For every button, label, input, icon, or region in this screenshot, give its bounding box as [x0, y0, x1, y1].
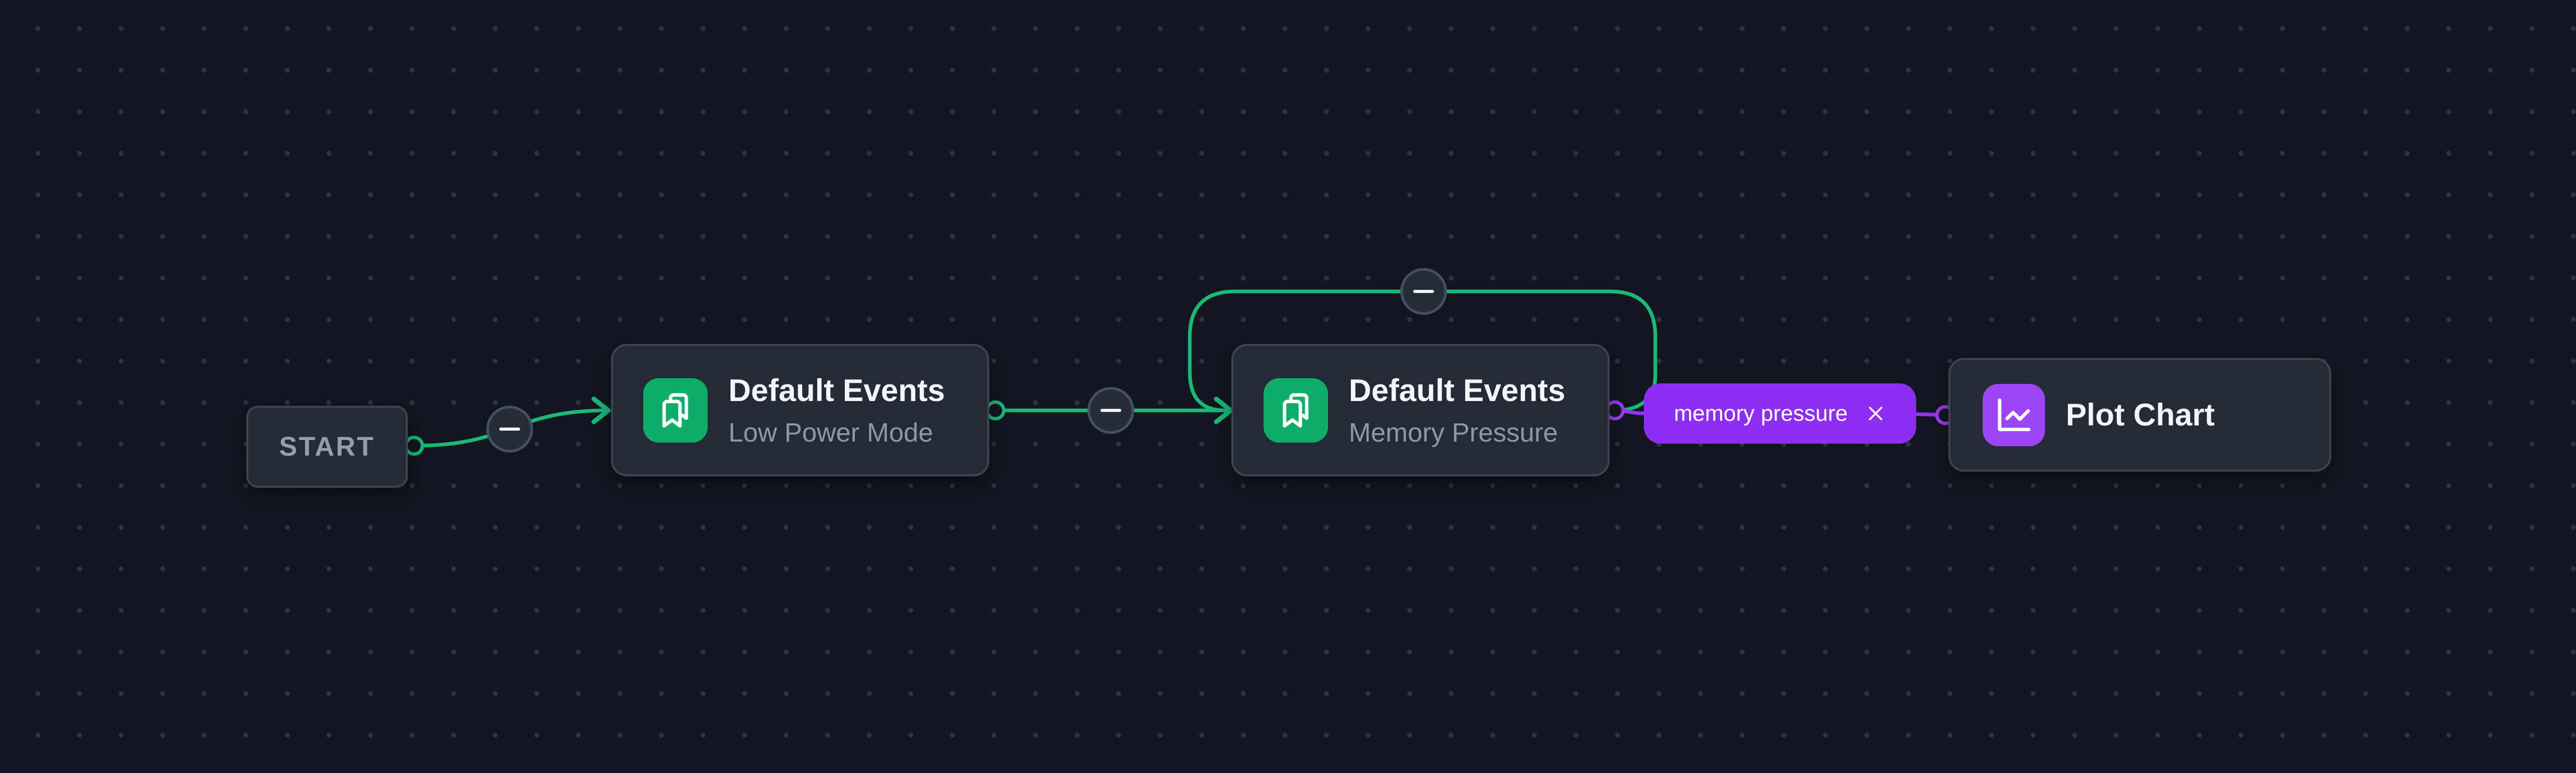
edge-collapse-button-middle-edge[interactable] — [1087, 387, 1134, 434]
remove-edge-button[interactable] — [1865, 403, 1886, 424]
node-title: Default Events — [728, 372, 945, 408]
node-default-events-low-power[interactable]: Default Events Low Power Mode — [611, 344, 989, 476]
close-icon — [1869, 407, 1883, 420]
arrowhead-icon — [591, 396, 611, 424]
node-title: Plot Chart — [2066, 397, 2215, 432]
node-default-events-memory-pressure[interactable]: Default Events Memory Pressure — [1231, 344, 1610, 476]
edge-collapse-button-start-edge[interactable] — [486, 406, 533, 452]
edge-label-text: memory pressure — [1674, 401, 1848, 426]
port-start-output[interactable] — [404, 435, 424, 456]
minus-icon — [499, 428, 520, 431]
node-subtitle: Low Power Mode — [728, 417, 934, 447]
port-low-power-output[interactable] — [985, 400, 1006, 421]
start-node-label: START — [279, 432, 375, 462]
edge-collapse-button-self-loop[interactable] — [1400, 268, 1447, 315]
bookmarks-icon — [1264, 378, 1328, 443]
node-text: Default Events Memory Pressure — [1349, 372, 1565, 449]
node-text: Default Events Low Power Mode — [728, 372, 945, 449]
node-subtitle: Memory Pressure — [1349, 417, 1558, 447]
minus-icon — [1100, 409, 1121, 412]
chart-line-icon — [1983, 383, 2045, 446]
edge-label-memory-pressure[interactable]: memory pressure — [1644, 383, 1916, 444]
arrowhead-icon — [1214, 396, 1233, 424]
minus-icon — [1413, 290, 1434, 293]
node-start[interactable]: START — [246, 406, 408, 488]
bookmarks-icon — [643, 378, 708, 443]
node-plot-chart[interactable]: Plot Chart — [1948, 358, 2331, 472]
node-text: Plot Chart — [2066, 396, 2215, 434]
node-title: Default Events — [1349, 372, 1565, 408]
